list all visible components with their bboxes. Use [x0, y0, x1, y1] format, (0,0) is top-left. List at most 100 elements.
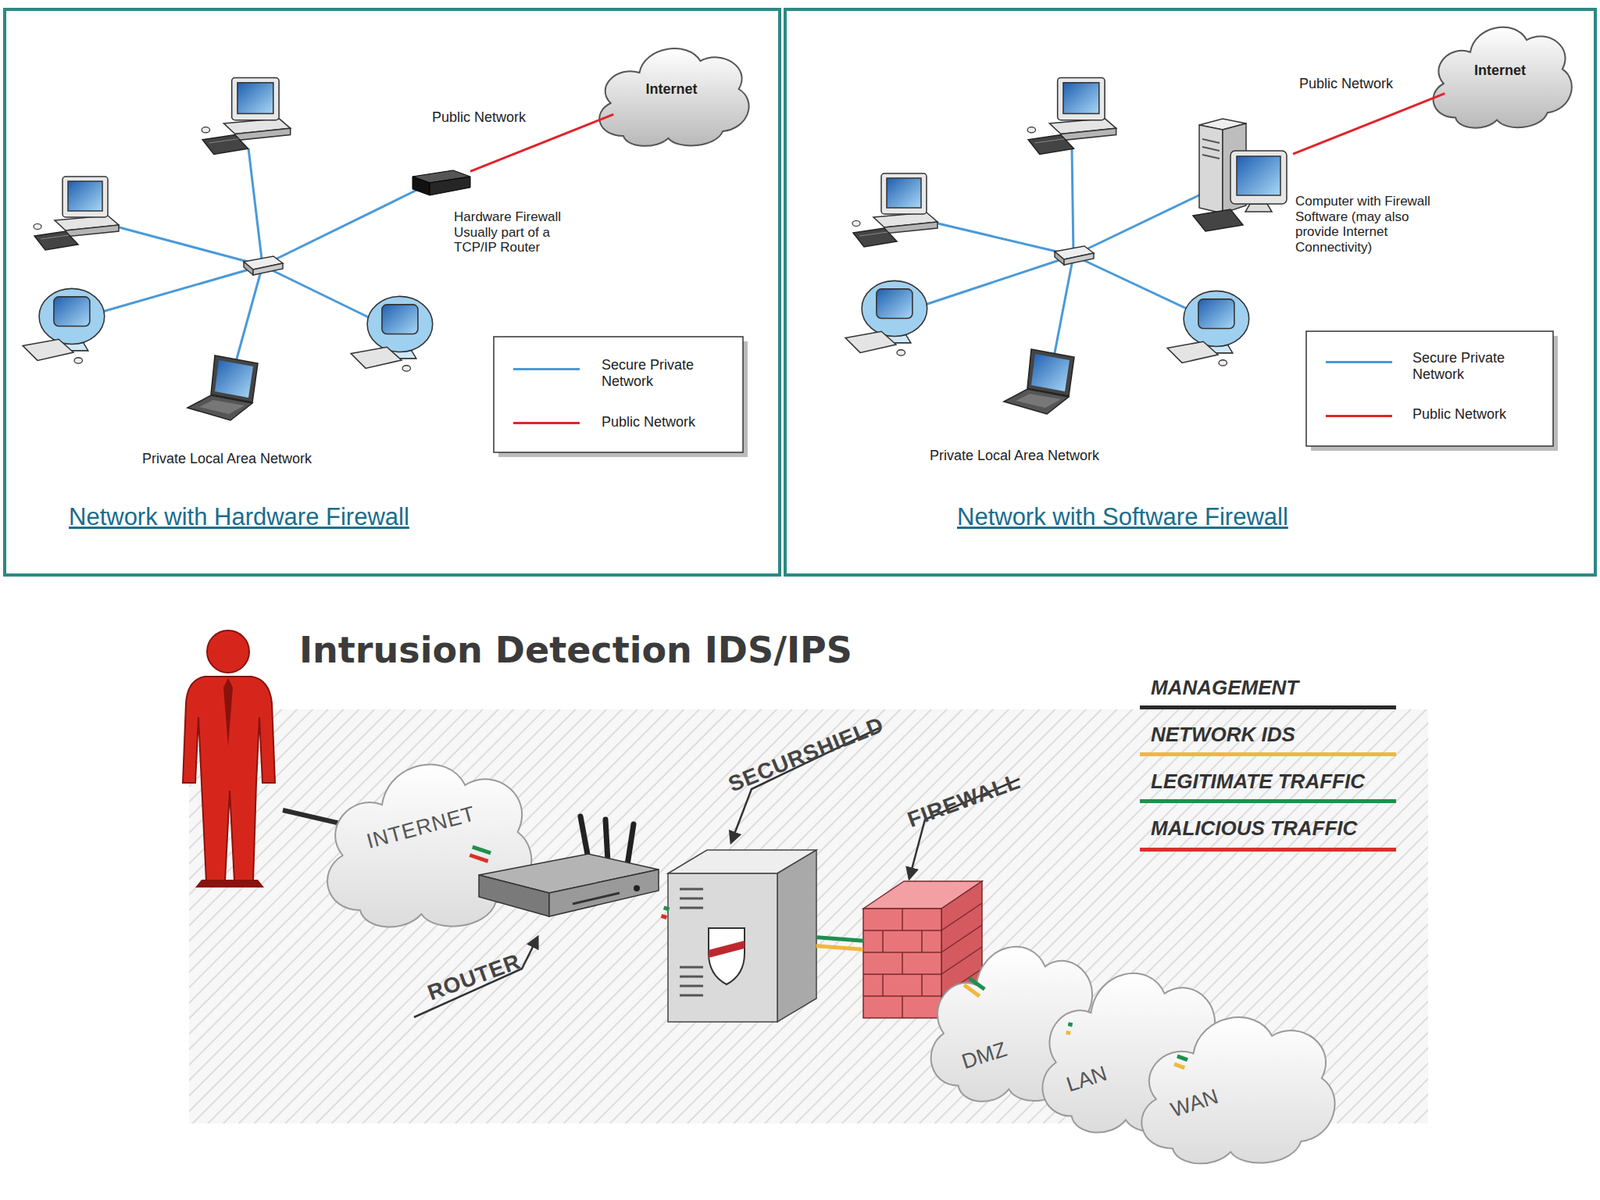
lan-wire: [1073, 191, 1208, 256]
traffic-line: [816, 937, 864, 942]
traffic-line: [469, 854, 488, 861]
router-side: [478, 875, 550, 917]
desktop-computer: [852, 173, 938, 247]
network-link: [660, 907, 669, 918]
antenna: [627, 824, 634, 865]
traffic-line: [1177, 1056, 1188, 1061]
router-led: [633, 885, 640, 892]
legend-swatch: [1139, 799, 1397, 804]
lan-wire: [101, 222, 263, 266]
hub: [243, 256, 283, 275]
wan-cloud: WAN: [1131, 993, 1339, 1170]
imac-computer: [1167, 290, 1250, 366]
legend-swatch: [513, 367, 580, 371]
cloud-shape: [1131, 993, 1339, 1170]
shoes: [195, 879, 265, 888]
lan-wire: [85, 265, 263, 317]
lan-wire: [1073, 255, 1204, 317]
legend-swatch: [1325, 360, 1393, 364]
traffic-line: [1067, 1024, 1072, 1025]
node-text: Computer with Firewall Software (may als…: [1295, 193, 1440, 255]
node-text: Hardware Firewall Usually part of a TCP/…: [453, 209, 587, 256]
router: ROUTER: [471, 847, 663, 918]
ids-server: SECURSHIELD: [667, 850, 817, 1022]
network-link: [1292, 93, 1445, 154]
pcfw-shape: [1191, 115, 1293, 233]
internet-cloud: INTERNET: [316, 738, 536, 934]
legend-frame: [1306, 331, 1554, 447]
traffic-line: [664, 907, 670, 910]
hub-front: [253, 263, 283, 275]
node-text: SECURSHIELD: [721, 710, 891, 799]
network-link: [469, 846, 491, 861]
server-shape: [667, 850, 817, 1022]
imac-computer: [22, 288, 105, 364]
lan-wire: [262, 187, 422, 266]
legend-swatch: [513, 421, 580, 425]
hub-side: [243, 261, 254, 275]
router-slot: [572, 892, 620, 904]
keyboard: [1192, 209, 1243, 232]
router-front: [549, 869, 659, 917]
network-link: [816, 937, 865, 950]
legend-text: Public Network: [1412, 406, 1538, 423]
cloud-outline: [599, 48, 749, 147]
cloud-outline: [1141, 1017, 1335, 1164]
diagram-title: Intrusion Detection IDS/IPS: [299, 629, 853, 672]
attacker-figure: [182, 630, 275, 888]
tower-front: [1199, 125, 1223, 214]
traffic-line: [969, 978, 986, 990]
legend-text: Secure Private Network: [1412, 350, 1530, 383]
traffic-line: [964, 985, 980, 997]
lan-wire: [906, 255, 1074, 311]
edge-label: Public Network: [432, 109, 565, 126]
firewall-computer: Computer with Firewall Software (may als…: [1191, 115, 1293, 233]
area-label: Private Local Area Network: [929, 447, 1180, 465]
legend-text: MALICIOUS TRAFFIC: [1150, 817, 1401, 841]
imac-computer: [845, 280, 928, 356]
imac-computer: [350, 296, 433, 372]
internet-cloud: Internet: [591, 32, 752, 150]
device-front: [429, 176, 471, 196]
lan-wires: [906, 148, 1208, 361]
router-shape: [471, 847, 663, 918]
traffic-line: [1292, 93, 1445, 154]
server-front: [667, 873, 778, 1022]
hardware-firewall: Hardware Firewall Usually part of a TCP/…: [412, 170, 471, 196]
node-text: Internet: [591, 81, 752, 98]
node-text: Network with Hardware Firewall: [68, 503, 663, 532]
legend-text: LEGITIMATE TRAFFIC: [1150, 770, 1401, 794]
traffic-line: [816, 946, 864, 950]
hub: [1054, 246, 1094, 265]
lan-wire: [248, 148, 263, 266]
area-label: Private Local Area Network: [142, 450, 393, 468]
network-link: [964, 978, 985, 997]
monitor-stand: [1245, 203, 1272, 212]
node-text: ROUTER: [421, 948, 526, 1008]
laptop-computer: [1003, 349, 1075, 415]
screen: [1236, 156, 1281, 196]
legend-text: Secure Private Network: [601, 357, 719, 390]
legend-text: NETWORK IDS: [1150, 723, 1401, 747]
desktop-computer: [33, 176, 119, 250]
body: [182, 676, 275, 882]
legend-swatch: [1325, 414, 1393, 418]
lan-wire: [917, 218, 1074, 256]
legend-swatch: [1139, 847, 1397, 852]
legend-text: Public Network: [601, 414, 727, 431]
edge-label: Public Network: [1299, 75, 1433, 93]
antenna: [605, 819, 608, 862]
tie: [223, 678, 233, 747]
lan-wire: [1053, 255, 1074, 361]
drive-slots: [1202, 139, 1220, 159]
traffic-line: [660, 915, 667, 918]
network-link: [1066, 1024, 1073, 1034]
hub-front: [1064, 253, 1094, 265]
head: [207, 630, 250, 673]
monitor: [1230, 150, 1287, 204]
